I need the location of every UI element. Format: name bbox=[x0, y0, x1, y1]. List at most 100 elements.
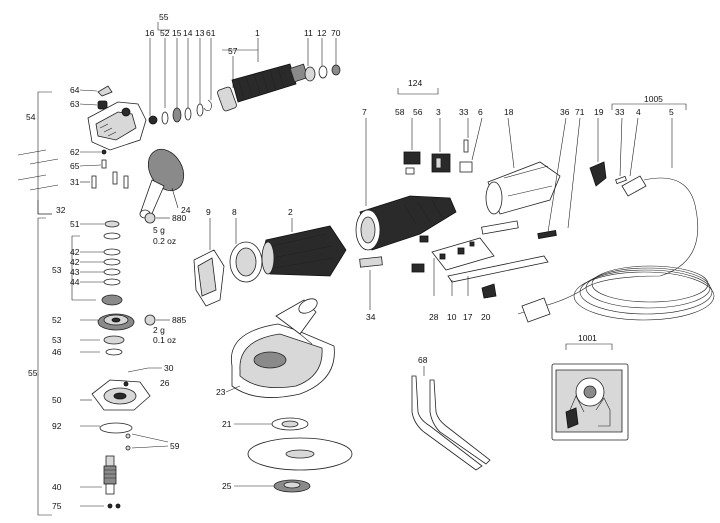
callout-4: 4 bbox=[636, 107, 641, 117]
callout-52-top: 52 bbox=[160, 28, 170, 38]
cap-70 bbox=[331, 64, 341, 76]
armature-1 bbox=[217, 63, 309, 112]
gear-housing bbox=[87, 101, 147, 151]
bevel-gear-52 bbox=[97, 313, 135, 331]
callout-63: 63 bbox=[70, 99, 80, 109]
callout-28: 28 bbox=[429, 312, 439, 322]
clamp-19 bbox=[589, 161, 607, 187]
callout-11: 11 bbox=[304, 28, 313, 38]
housing-group bbox=[355, 88, 715, 323]
fan-8 bbox=[229, 241, 263, 283]
washer-14 bbox=[184, 107, 192, 121]
button-63 bbox=[97, 100, 108, 110]
detail-1001 bbox=[551, 343, 629, 441]
callout-23: 23 bbox=[216, 387, 226, 397]
switch-56 bbox=[403, 151, 421, 165]
callout-21: 21 bbox=[222, 419, 232, 429]
callout-31: 31 bbox=[70, 177, 80, 187]
oring-92 bbox=[99, 422, 133, 434]
callout-26: 26 bbox=[160, 378, 170, 388]
callout-56: 56 bbox=[413, 107, 423, 117]
power-cable-5 bbox=[517, 175, 715, 323]
callout-24: 24 bbox=[181, 205, 191, 215]
callout-3: 3 bbox=[436, 107, 441, 117]
callout-8: 8 bbox=[232, 207, 237, 217]
callout-1: 1 bbox=[255, 28, 260, 38]
callout-33-a: 33 bbox=[459, 107, 469, 117]
grease-885-amount: 2 g bbox=[153, 325, 165, 335]
callout-30: 30 bbox=[164, 363, 174, 373]
clip-61 bbox=[203, 99, 212, 111]
callout-2: 2 bbox=[288, 207, 293, 217]
callout-70: 70 bbox=[331, 28, 341, 38]
callout-57: 57 bbox=[228, 46, 238, 56]
ring-52 bbox=[161, 111, 169, 125]
callout-18: 18 bbox=[504, 107, 514, 117]
pin-62 bbox=[101, 149, 107, 155]
callout-68: 68 bbox=[418, 355, 428, 365]
callout-50: 50 bbox=[52, 395, 62, 405]
guard-group bbox=[193, 218, 353, 493]
callout-12: 12 bbox=[317, 28, 327, 38]
callout-17: 17 bbox=[463, 312, 473, 322]
callout-75: 75 bbox=[52, 501, 62, 511]
callout-124: 124 bbox=[408, 78, 422, 88]
callout-16: 16 bbox=[145, 28, 155, 38]
callout-46: 46 bbox=[52, 347, 62, 357]
callout-44: 44 bbox=[70, 277, 80, 287]
ring-12 bbox=[318, 65, 328, 79]
callout-65: 65 bbox=[70, 161, 80, 171]
callout-54: 54 bbox=[26, 112, 36, 122]
ring-13 bbox=[196, 103, 204, 117]
grease-885-code: 885 bbox=[172, 315, 186, 325]
callout-42-a: 42 bbox=[70, 247, 80, 257]
callout-61: 61 bbox=[206, 28, 216, 38]
screws-32 bbox=[17, 149, 59, 191]
callout-59: 59 bbox=[170, 441, 180, 451]
callout-10: 10 bbox=[447, 312, 457, 322]
callout-labels: 55 16 52 15 14 13 61 1 57 11 12 70 64 63… bbox=[26, 12, 674, 511]
grease-885-oz: 0.1 oz bbox=[153, 335, 176, 345]
callout-42-b: 42 bbox=[70, 257, 80, 267]
callout-52: 52 bbox=[52, 315, 62, 325]
screw-65 bbox=[101, 159, 107, 169]
callout-33-b: 33 bbox=[615, 107, 625, 117]
callout-55-top: 55 bbox=[159, 12, 169, 22]
callout-36: 36 bbox=[560, 107, 570, 117]
callout-5: 5 bbox=[669, 107, 674, 117]
wheel-guard-23 bbox=[230, 298, 335, 398]
callout-7: 7 bbox=[362, 107, 367, 117]
callout-58: 58 bbox=[395, 107, 405, 117]
callout-64: 64 bbox=[70, 85, 80, 95]
callout-9: 9 bbox=[206, 207, 211, 217]
callout-14: 14 bbox=[183, 28, 193, 38]
grease-880-code: 880 bbox=[172, 213, 186, 223]
callout-53-b: 53 bbox=[52, 335, 62, 345]
bearing-11 bbox=[304, 66, 316, 82]
back-cover-18 bbox=[485, 161, 561, 215]
callout-32: 32 bbox=[56, 205, 66, 215]
callout-51: 51 bbox=[70, 219, 80, 229]
callout-34: 34 bbox=[366, 312, 376, 322]
grease-880-amount: 5 g bbox=[153, 225, 165, 235]
spindle-40 bbox=[103, 455, 117, 495]
callout-20: 20 bbox=[481, 312, 491, 322]
callout-1001: 1001 bbox=[578, 333, 597, 343]
callout-92: 92 bbox=[52, 421, 62, 431]
circuit-board bbox=[431, 237, 495, 271]
callout-13: 13 bbox=[195, 28, 205, 38]
motor-housing-7 bbox=[355, 195, 457, 251]
flange-50 bbox=[91, 379, 151, 411]
button-20 bbox=[481, 283, 497, 299]
callout-25: 25 bbox=[222, 481, 232, 491]
callout-1005: 1005 bbox=[644, 94, 663, 104]
lever-64 bbox=[97, 85, 113, 97]
callout-15: 15 bbox=[172, 28, 182, 38]
callout-55-left: 55 bbox=[28, 368, 38, 378]
stator-2 bbox=[261, 225, 347, 277]
spindle-column bbox=[37, 217, 170, 516]
bearing-15 bbox=[172, 107, 182, 123]
nut-16 bbox=[148, 115, 158, 125]
support-68 bbox=[411, 366, 491, 471]
